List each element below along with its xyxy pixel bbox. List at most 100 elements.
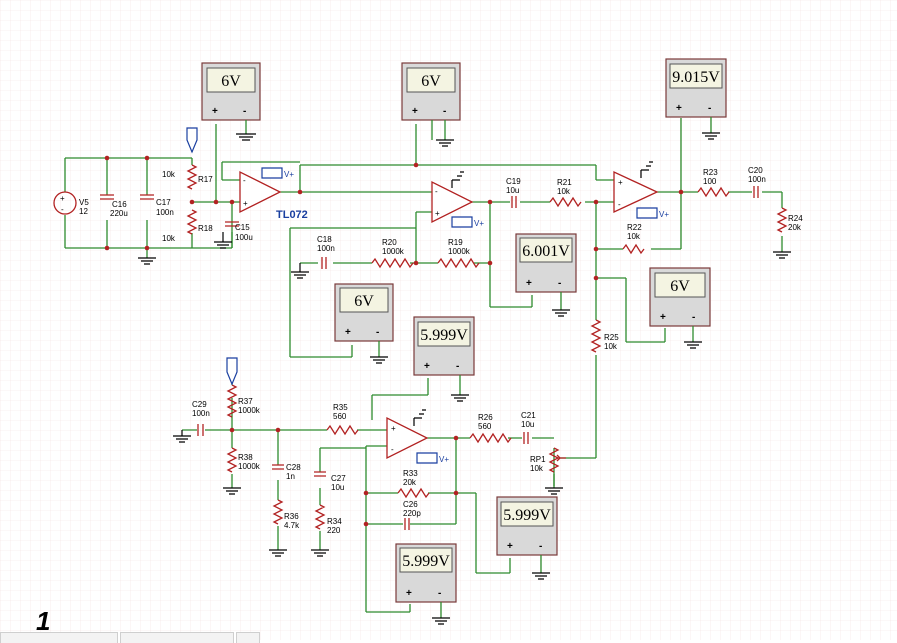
svg-text:+: +	[660, 312, 666, 323]
capacitor-c17	[140, 194, 154, 200]
sheet-tab-add[interactable]	[236, 632, 260, 643]
voltmeter-9[interactable]: 5.999V + -	[395, 543, 457, 603]
svg-text:-: -	[438, 588, 441, 599]
svg-text:+: +	[60, 194, 65, 203]
sheet-tab-1[interactable]	[0, 632, 118, 643]
resistor-r36	[272, 499, 284, 525]
c16-name: C16	[112, 200, 127, 209]
rp1-value: 10k	[530, 464, 544, 473]
svg-text:-: -	[243, 106, 246, 117]
capacitor-c28	[272, 464, 284, 470]
supply-probe-top[interactable]	[186, 127, 198, 154]
r22-value: 10k	[627, 232, 641, 241]
voltmeter-6[interactable]: 6V + -	[334, 283, 394, 342]
resistor-r21	[549, 196, 582, 208]
voltmeter-1[interactable]: 6V + -	[201, 62, 261, 121]
svg-text:+: +	[676, 103, 682, 114]
c16-value: 220u	[110, 209, 128, 218]
c28-name: C28	[286, 463, 301, 472]
opamp-3	[613, 170, 659, 214]
supply-probe-bottom[interactable]	[226, 357, 238, 386]
voltmeter-4[interactable]: 6.001V + -	[515, 233, 577, 293]
voltmeter-7-reading: 5.999V	[420, 327, 468, 344]
svg-text:+: +	[618, 178, 623, 187]
capacitor-c21	[523, 432, 529, 444]
capacitor-c27	[314, 471, 326, 477]
voltmeter-7[interactable]: 5.999V + -	[413, 316, 475, 376]
r34-name: R34	[327, 517, 342, 526]
r36-value: 4.7k	[284, 521, 300, 530]
c27-name: C27	[331, 474, 346, 483]
tl072-label: TL072	[276, 209, 308, 221]
svg-text:-: -	[376, 327, 379, 338]
voltmeter-3-reading: 9.015V	[672, 69, 720, 86]
voltmeter-2[interactable]: 6V + -	[401, 62, 461, 121]
capacitor-c18	[321, 257, 327, 269]
svg-text:+: +	[526, 278, 532, 289]
r37-name: R37	[238, 397, 253, 406]
v5-value: 12	[79, 207, 88, 216]
resistor-r38	[226, 447, 238, 473]
c20-value: 100n	[748, 175, 766, 184]
c18-name: C18	[317, 235, 332, 244]
r18-value: 10k	[162, 234, 176, 243]
r38-value: 1000k	[238, 462, 261, 471]
capacitor-c16	[100, 194, 114, 200]
c19-value: 10u	[506, 186, 519, 195]
battery-v5	[53, 191, 77, 215]
r36-name: R36	[284, 512, 299, 521]
svg-text:-: -	[243, 176, 246, 185]
svg-text:-: -	[61, 205, 64, 214]
sheet-tab-2[interactable]	[120, 632, 234, 643]
capacitor-c19	[511, 196, 517, 208]
r17-value: 10k	[162, 170, 176, 179]
c15-value: 100u	[235, 233, 253, 242]
voltmeter-5[interactable]: 6V + -	[649, 267, 711, 327]
resistor-r18	[186, 209, 198, 235]
voltmeter-8-reading: 5.999V	[503, 507, 551, 524]
probe-vplus-1[interactable]: V+	[261, 167, 294, 179]
voltmeter-5-reading: 6V	[670, 278, 690, 295]
probe-vplus-2[interactable]: V+	[451, 216, 484, 228]
resistor-r19	[437, 257, 480, 269]
svg-text:+: +	[424, 361, 430, 372]
r24-name: R24	[788, 214, 803, 223]
rp1-name: RP1	[530, 455, 546, 464]
r17-name: R17	[198, 175, 213, 184]
svg-text:V+: V+	[474, 219, 484, 228]
r25-name: R25	[604, 333, 619, 342]
voltmeter-4-reading: 6.001V	[522, 243, 570, 260]
probe-vplus-3[interactable]: V+	[636, 207, 669, 219]
c26-name: C26	[403, 500, 418, 509]
capacitor-c26	[404, 518, 410, 530]
svg-text:+: +	[412, 106, 418, 117]
r20-name: R20	[382, 238, 397, 247]
capacitor-c20	[753, 186, 759, 198]
svg-text:+: +	[507, 541, 513, 552]
r26-value: 560	[478, 422, 492, 431]
r18-name: R18	[198, 224, 213, 233]
potentiometer-rp1	[548, 447, 560, 473]
c17-name: C17	[156, 198, 171, 207]
svg-text:+: +	[345, 327, 351, 338]
resistor-r37	[226, 384, 238, 418]
svg-text:-: -	[618, 200, 621, 209]
r34-value: 220	[327, 526, 341, 535]
resistor-r20	[371, 257, 414, 269]
r35-value: 560	[333, 412, 347, 421]
c19-name: C19	[506, 177, 521, 186]
opamp-1	[239, 170, 282, 214]
svg-text:V+: V+	[439, 455, 449, 464]
resistor-r17	[186, 164, 198, 190]
resistor-r33	[397, 487, 430, 499]
opamp-2	[431, 180, 474, 224]
voltmeter-6-reading: 6V	[354, 293, 374, 310]
r21-value: 10k	[557, 187, 571, 196]
voltmeter-8[interactable]: 5.999V + -	[496, 496, 558, 556]
svg-text:-: -	[456, 361, 459, 372]
r33-name: R33	[403, 469, 418, 478]
probe-vplus-4[interactable]: V+	[416, 452, 449, 464]
svg-text:V+: V+	[659, 210, 669, 219]
voltmeter-3[interactable]: 9.015V + -	[665, 58, 727, 118]
